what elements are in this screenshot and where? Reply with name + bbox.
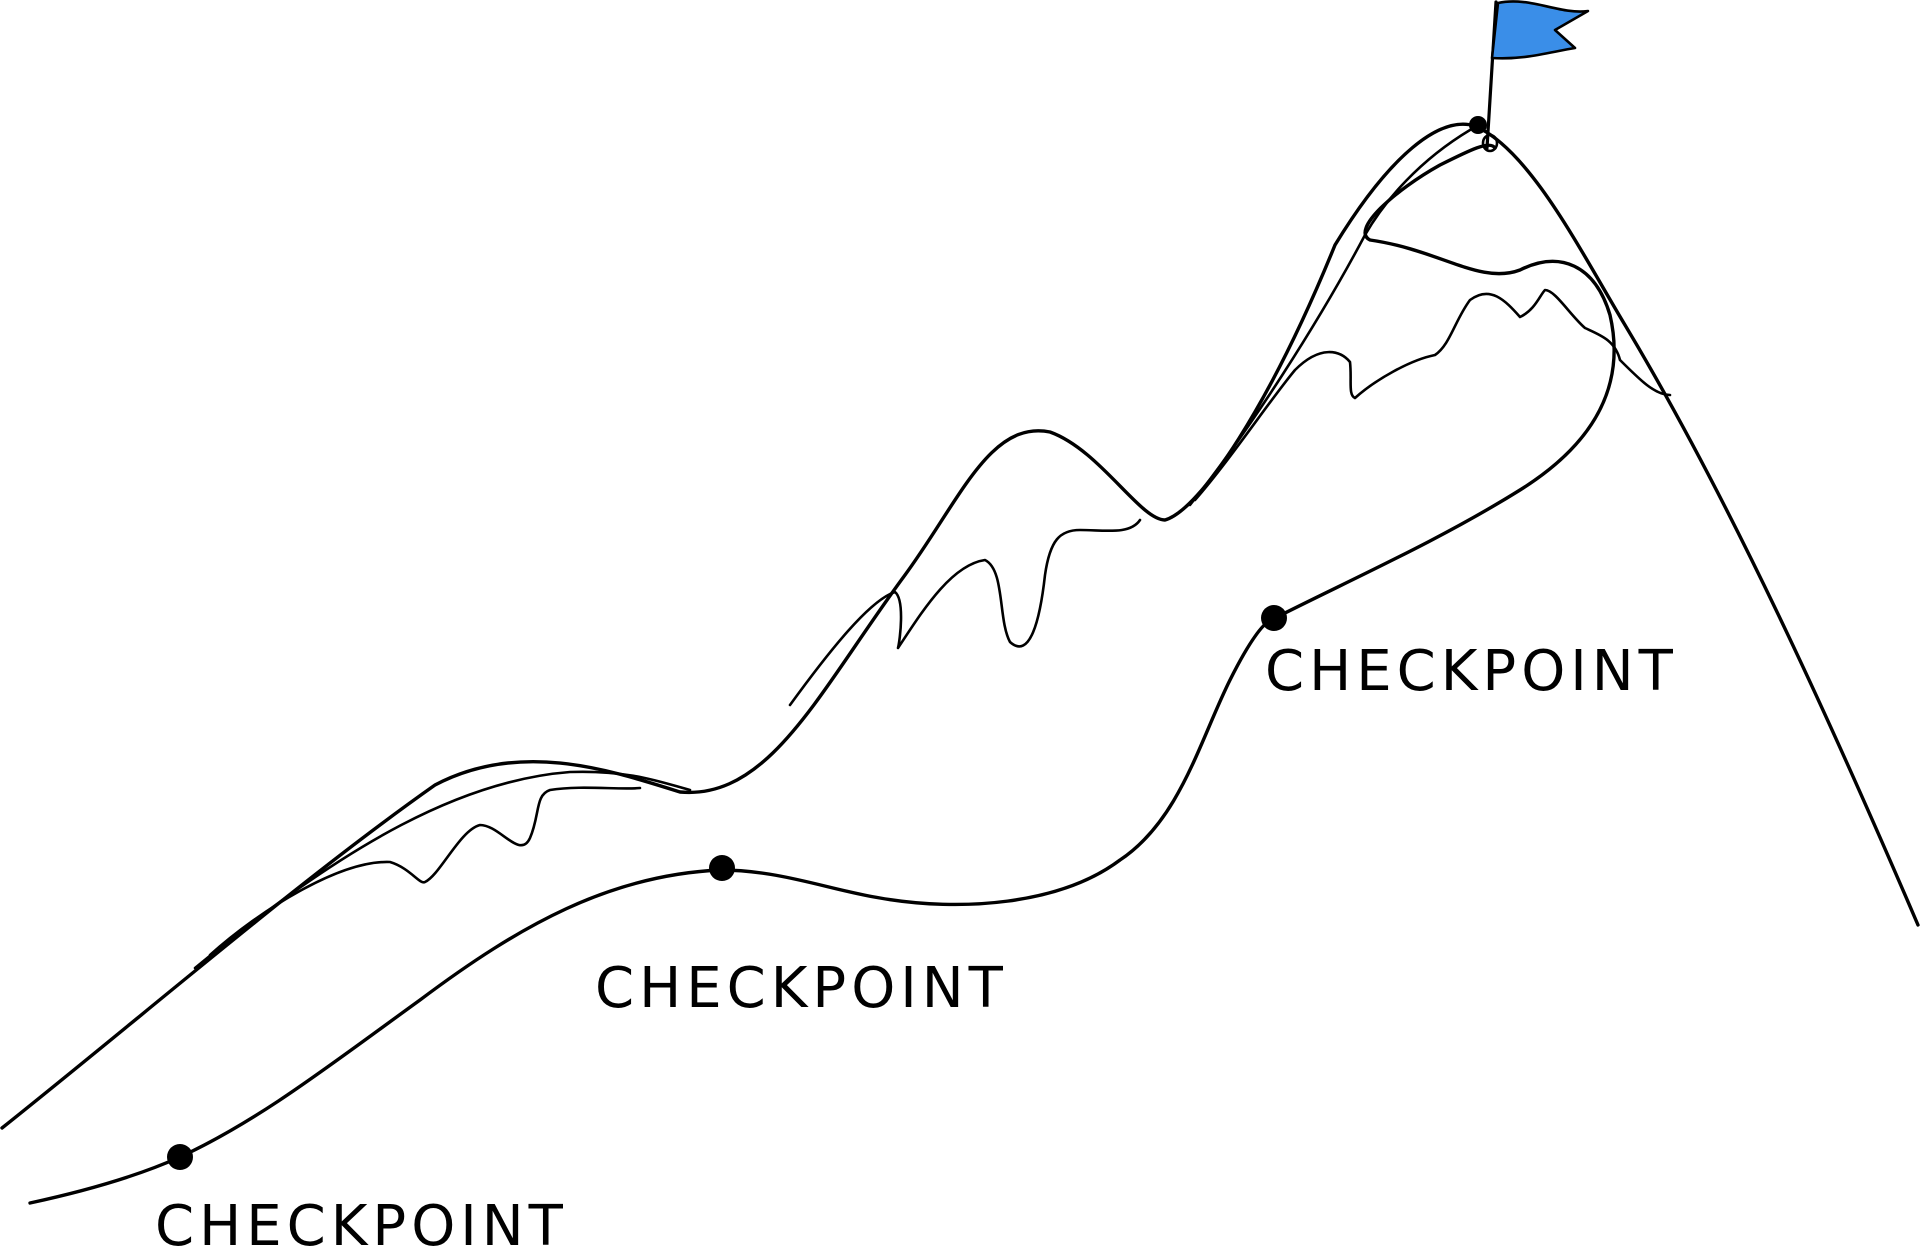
front-ridge [193, 770, 692, 970]
snow-cap-middle [788, 518, 1142, 707]
flag-icon [1481, 0, 1590, 153]
climbing-route [28, 143, 1616, 1205]
mountain-outline [0, 122, 1920, 1130]
dot-marker-icon [167, 1144, 193, 1170]
summit-trail [1188, 128, 1472, 507]
checkpoint-label-3: CHECKPOINT [1265, 639, 1678, 704]
checkpoint-label-2: CHECKPOINT [595, 956, 1008, 1021]
summit-marker [1469, 116, 1487, 134]
checkpoint-label-1: CHECKPOINT [155, 1194, 568, 1253]
snow-cap-summit [1193, 288, 1672, 502]
dot-marker-icon [709, 855, 735, 881]
dot-marker-icon [1261, 605, 1287, 631]
snow-cap-left [208, 786, 642, 957]
